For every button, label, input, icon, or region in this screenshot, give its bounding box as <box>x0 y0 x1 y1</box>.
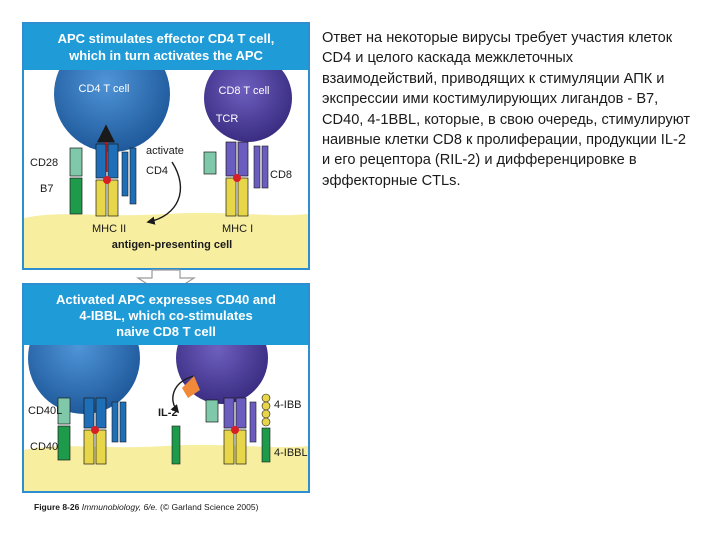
top-panel: APC stimulates effector CD4 T cell, whic… <box>22 22 310 270</box>
activate-label: activate <box>146 145 184 157</box>
bottom-title-line2: 4-IBBL, which co-stimulates <box>79 308 252 323</box>
il2-molecule-icon <box>182 376 200 398</box>
top-title-line2-overlay: which in turn activates the APC <box>68 48 263 63</box>
4ibbl-label: 4-IBBL <box>274 447 308 459</box>
bottom-panel-header <box>24 285 308 345</box>
cd40-label: CD40 <box>30 441 58 453</box>
bottom-panel: Activated APC expresses CD40 and 4-IBBL,… <box>22 283 310 493</box>
mhc2-label: MHC II <box>92 223 126 235</box>
bottom-title-line3: naive CD8 T cell <box>116 324 216 339</box>
cd28-label: CD28 <box>30 157 58 169</box>
apc-region-top <box>24 212 308 268</box>
mhc1-label: MHC I <box>222 223 253 235</box>
caption-rest: (© Garland Science 2005) <box>158 502 259 512</box>
tcr-mhc2-complex-bottom <box>83 397 127 465</box>
il2-receptor <box>171 425 181 465</box>
top-title-line1-overlay: APC stimulates effector CD4 T cell, <box>58 31 275 46</box>
il2-label: IL-2 <box>158 407 178 419</box>
b7-label: B7 <box>40 183 53 195</box>
caption-book: Immunobiology, 6/e. <box>79 502 157 512</box>
cd40l-cd40-pair <box>57 397 71 461</box>
description-text: Ответ на некоторые вирусы требует участи… <box>322 30 691 189</box>
cd4-cell-label: CD4 T cell <box>79 83 130 95</box>
cd8-label: CD8 <box>270 169 292 181</box>
4ibb-label: 4-IBB <box>274 399 302 411</box>
figure-caption: Figure 8-26 Immunobiology, 6/e. (© Garla… <box>34 502 259 512</box>
cd28-b7-pair <box>69 147 83 215</box>
cd8-cell-label: CD8 T cell <box>219 85 270 97</box>
tcr-mhc1-complex-bottom <box>205 397 257 465</box>
bottom-title-line1: Activated APC expresses CD40 and <box>56 292 276 307</box>
caption-prefix: Figure 8-26 <box>34 502 80 512</box>
apc-label: antigen-presenting cell <box>112 239 232 251</box>
immunology-figure: APC stimulates effector CD4 T cell, whic… <box>22 22 310 518</box>
tcr-label: TCR <box>216 113 239 125</box>
il2-arrow <box>170 375 195 414</box>
cd8-t-cell <box>204 54 292 142</box>
tcr-mhc2-complex <box>95 143 137 217</box>
cd4-label: CD4 <box>146 165 168 177</box>
tcr-mhc1-complex <box>203 141 269 217</box>
cd40l-label: CD40L <box>28 405 62 417</box>
activate-arrow <box>146 161 182 225</box>
4ibb-4ibbl-pair <box>261 393 271 463</box>
